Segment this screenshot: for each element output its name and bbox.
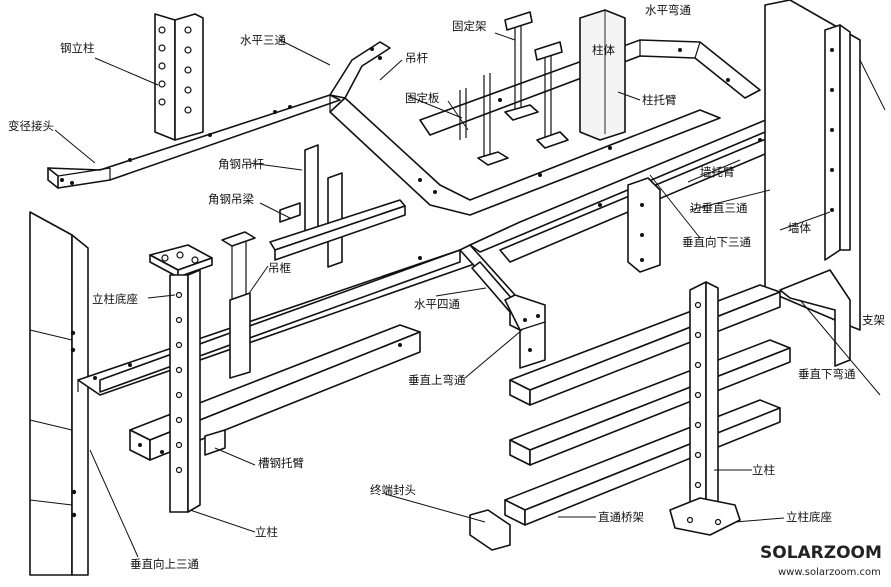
label-column-right: 立柱 xyxy=(752,463,775,477)
label-column-body: 柱体 xyxy=(592,43,615,57)
label-hanger-frame: 吊框 xyxy=(268,261,291,275)
labels: 钢立柱 变径接头 水平三通 吊杆 固定架 水平弯通 柱体 固定板 柱托臂 角钢吊… xyxy=(8,3,885,571)
label-column-bracket: 柱托臂 xyxy=(642,93,677,107)
label-vertical-up-tee: 垂直向上三通 xyxy=(130,557,199,571)
watermark-url: www.solarzoom.com xyxy=(778,567,881,578)
watermark-brand: SOLARZOOM xyxy=(760,543,882,563)
label-vertical-up-elbow: 垂直上弯通 xyxy=(408,373,466,387)
lower-left-tray xyxy=(99,249,461,461)
label-wall-bracket: 墙托臂 xyxy=(700,165,735,179)
end-cap xyxy=(469,509,511,551)
label-angle-hanger-beam: 角钢吊梁 xyxy=(208,192,254,206)
label-hanger-rod: 吊杆 xyxy=(405,51,428,65)
left-vertical-riser xyxy=(29,211,89,576)
label-fixed-frame: 固定架 xyxy=(452,19,487,33)
upper-main-tray xyxy=(329,41,721,216)
label-support: 支架 xyxy=(862,313,885,327)
label-horizontal-tee: 水平三通 xyxy=(240,33,286,47)
watermark: SOLARZOOM www.solarzoom.com xyxy=(760,543,882,578)
label-column-base-right: 立柱底座 xyxy=(786,510,832,524)
angle-hanger-beam xyxy=(269,144,406,268)
label-vertical-down-elbow: 垂直下弯通 xyxy=(798,367,856,381)
label-wall: 墙体 xyxy=(788,221,811,235)
hanger-frame xyxy=(221,231,256,379)
leader-lines xyxy=(54,32,831,558)
label-channel-bracket: 槽钢托臂 xyxy=(258,456,304,470)
label-reducer-joint: 变径接头 xyxy=(8,119,54,133)
right-wall xyxy=(764,0,886,331)
upper-left-tray xyxy=(47,94,341,189)
label-straight-tray: 直通桥架 xyxy=(598,510,644,524)
left-column-with-base xyxy=(149,244,226,513)
label-fixing-plate: 固定板 xyxy=(405,91,440,105)
right-column-with-trays xyxy=(504,281,791,536)
hanger-rods xyxy=(459,11,569,166)
label-end-cap: 终端封头 xyxy=(370,483,416,497)
label-steel-column: 钢立柱 xyxy=(60,41,95,55)
steel-column-top xyxy=(154,13,204,141)
label-vertical-down-tee: 垂直向下三通 xyxy=(682,235,751,249)
vertical-up-elbow xyxy=(504,294,546,369)
label-horizontal-elbow: 水平弯通 xyxy=(645,3,691,17)
vertical-down-elbow xyxy=(779,269,881,396)
label-column-bottom: 立柱 xyxy=(255,525,278,539)
center-column-body xyxy=(579,9,626,141)
label-angle-hanger-rod: 角钢吊杆 xyxy=(218,157,264,171)
label-edge-vertical-tee: 边垂直三通 xyxy=(690,201,748,215)
label-horizontal-cross: 水平四通 xyxy=(414,297,460,311)
label-column-base-left: 立柱底座 xyxy=(92,292,138,306)
vertical-down-tee-center xyxy=(627,177,661,273)
